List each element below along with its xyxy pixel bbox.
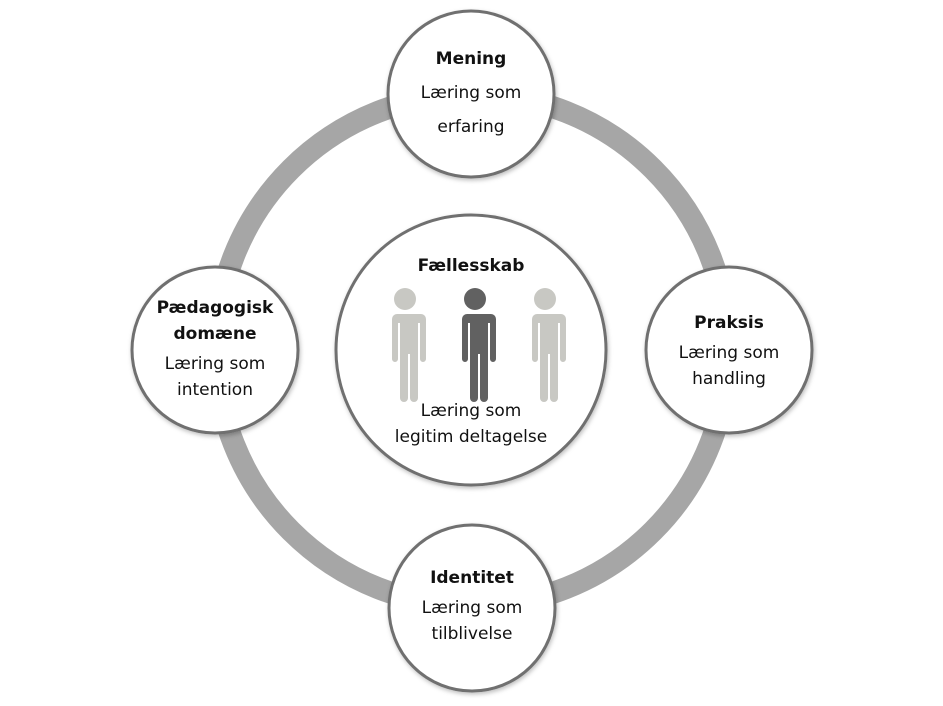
node-title: Mening [435, 49, 507, 69]
node-line1: Læring som [421, 598, 523, 618]
node-line2: handling [692, 369, 766, 389]
center-line1: Læring som [420, 401, 522, 421]
node-line1: Læring som [420, 83, 522, 103]
center-title: Fællesskab [371, 253, 571, 279]
node-line2: tilblivelse [431, 624, 513, 644]
node-line2: intention [177, 380, 253, 400]
node-line1: Læring som [678, 343, 780, 363]
node-circle-top [386, 9, 556, 179]
node-title: Pædagogisk domæne [156, 298, 274, 344]
node-left: Pædagogisk domæne Læring som intention [145, 295, 285, 403]
center-line2: legitim deltagelse [394, 427, 548, 447]
center-title-text: Fællesskab [417, 256, 525, 276]
node-title: Identitet [430, 568, 514, 588]
node-line1: Læring som [164, 354, 266, 374]
node-line2: erfaring [437, 117, 505, 137]
node-top: Mening Læring som erfaring [396, 46, 546, 140]
node-circle-left [130, 265, 300, 435]
node-circle-bottom [387, 523, 557, 693]
node-title: Praksis [694, 313, 764, 333]
node-circle-right [644, 265, 814, 435]
center-caption: Læring som legitim deltagelse [371, 398, 571, 450]
node-bottom: Identitet Læring som tilblivelse [397, 565, 547, 647]
node-right: Praksis Læring som handling [654, 310, 804, 392]
